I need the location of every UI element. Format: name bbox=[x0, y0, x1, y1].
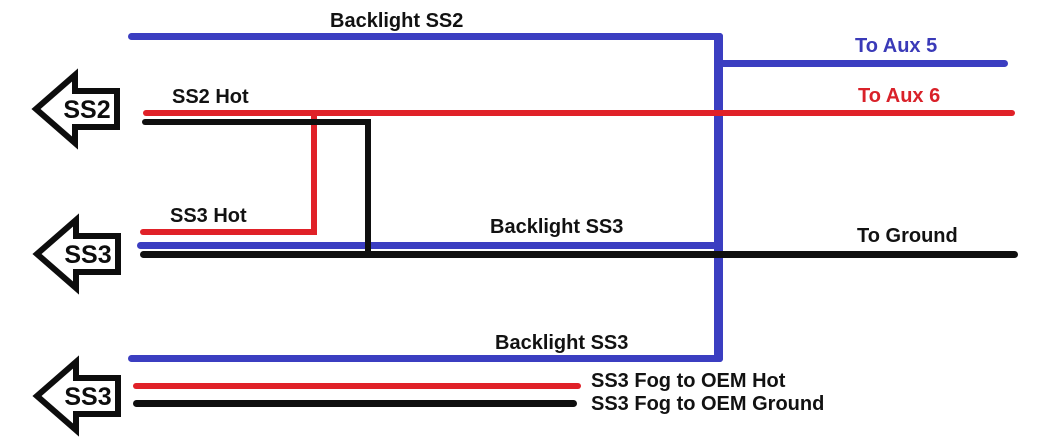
wire-ss2-hot-to-aux6 bbox=[143, 110, 1015, 116]
wire-backlight-ss3-mid bbox=[137, 242, 717, 249]
wire-red-jumper-vertical bbox=[311, 110, 317, 235]
wire-blue-trunk-vertical bbox=[714, 33, 723, 362]
arrow-label-ss3-bottom: SS3 bbox=[64, 383, 111, 411]
connector-arrow-ss3-bottom: SS3 bbox=[32, 355, 121, 437]
arrow-label-ss3-mid: SS3 bbox=[64, 241, 111, 269]
label-to-ground: To Ground bbox=[857, 225, 958, 247]
label-backlight-ss2: Backlight SS2 bbox=[330, 10, 464, 32]
arrow-outline bbox=[31, 68, 120, 150]
label-backlight-ss3-bottom: Backlight SS3 bbox=[495, 332, 629, 354]
connector-arrow-ss2: SS2 bbox=[31, 68, 120, 150]
wire-ss3-fog-to-oem-ground bbox=[133, 400, 577, 407]
wire-backlight-ss2 bbox=[128, 33, 723, 40]
label-ss3-hot: SS3 Hot bbox=[170, 205, 247, 227]
wire-to-aux5 bbox=[716, 60, 1008, 67]
wire-to-ground bbox=[140, 251, 1018, 258]
wire-ss2-ground-horizontal bbox=[142, 119, 371, 125]
arrow-outline bbox=[32, 213, 121, 295]
arrow-outline bbox=[32, 355, 121, 437]
connector-arrow-ss3-mid: SS3 bbox=[32, 213, 121, 295]
label-ss2-hot: SS2 Hot bbox=[172, 86, 249, 108]
wire-ss3-hot bbox=[140, 229, 317, 235]
wire-backlight-ss3-bottom bbox=[128, 355, 723, 362]
label-to-aux6: To Aux 6 bbox=[858, 85, 941, 107]
arrow-label-ss2: SS2 bbox=[63, 96, 110, 124]
label-backlight-ss3-mid: Backlight SS3 bbox=[490, 216, 624, 238]
wire-ss3-fog-to-oem-hot bbox=[133, 383, 581, 389]
label-to-aux5: To Aux 5 bbox=[855, 35, 938, 57]
label-ss3-fog-to-oem-hot: SS3 Fog to OEM Hot bbox=[591, 370, 786, 392]
label-ss3-fog-to-oem-ground: SS3 Fog to OEM Ground bbox=[591, 393, 825, 415]
wire-black-jumper-vertical bbox=[365, 119, 371, 258]
